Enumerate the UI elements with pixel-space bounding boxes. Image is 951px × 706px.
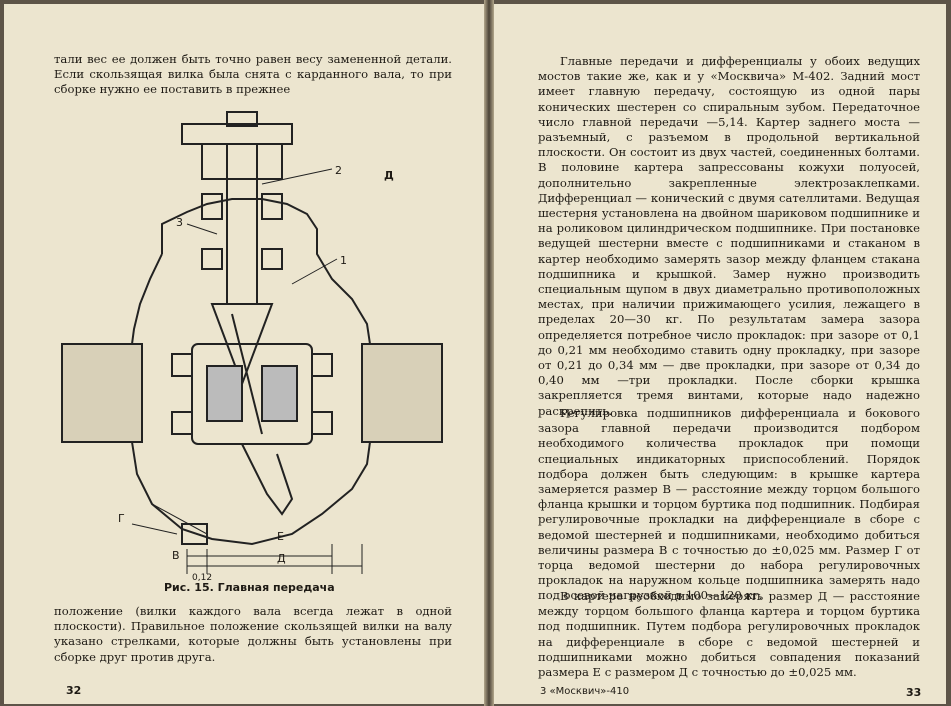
label-1: 1 [340, 254, 347, 267]
right-page: Главные передачи и дифференциалы у обоих… [494, 4, 946, 704]
footer-signature: 3 «Москвич»-410 [540, 686, 630, 697]
page-number-right: 33 [906, 686, 922, 699]
book-spine [484, 0, 494, 706]
main-gear-drawing: 1 2 3 Д Г Е Д В 0,12 [61, 111, 443, 583]
right-paragraph-1: Главные передачи и дифференциалы у обоих… [538, 54, 920, 418]
label-e: Е [277, 530, 284, 543]
page-number-left: 32 [66, 684, 82, 697]
right-paragraph-3: В картере необходимо замерять размер Д —… [538, 589, 920, 680]
label-view-d: Д [384, 169, 394, 182]
label-3: 3 [176, 216, 183, 229]
label-g: Г [118, 512, 125, 525]
label-dim: 0,12 [192, 573, 212, 583]
right-paragraph-2: Регулировка подшипников дифференциала и … [538, 406, 920, 603]
label-d: Д [277, 552, 286, 565]
label-b: В [172, 549, 180, 562]
left-page: тали вес ее должен быть точно равен весу… [4, 4, 484, 704]
left-bottom-text: положение (вилки каждого вала всегда леж… [54, 604, 452, 664]
figure-caption: Рис. 15. Главная передача [164, 581, 335, 594]
label-2: 2 [335, 164, 342, 177]
left-top-text: тали вес ее должен быть точно равен весу… [54, 52, 452, 97]
